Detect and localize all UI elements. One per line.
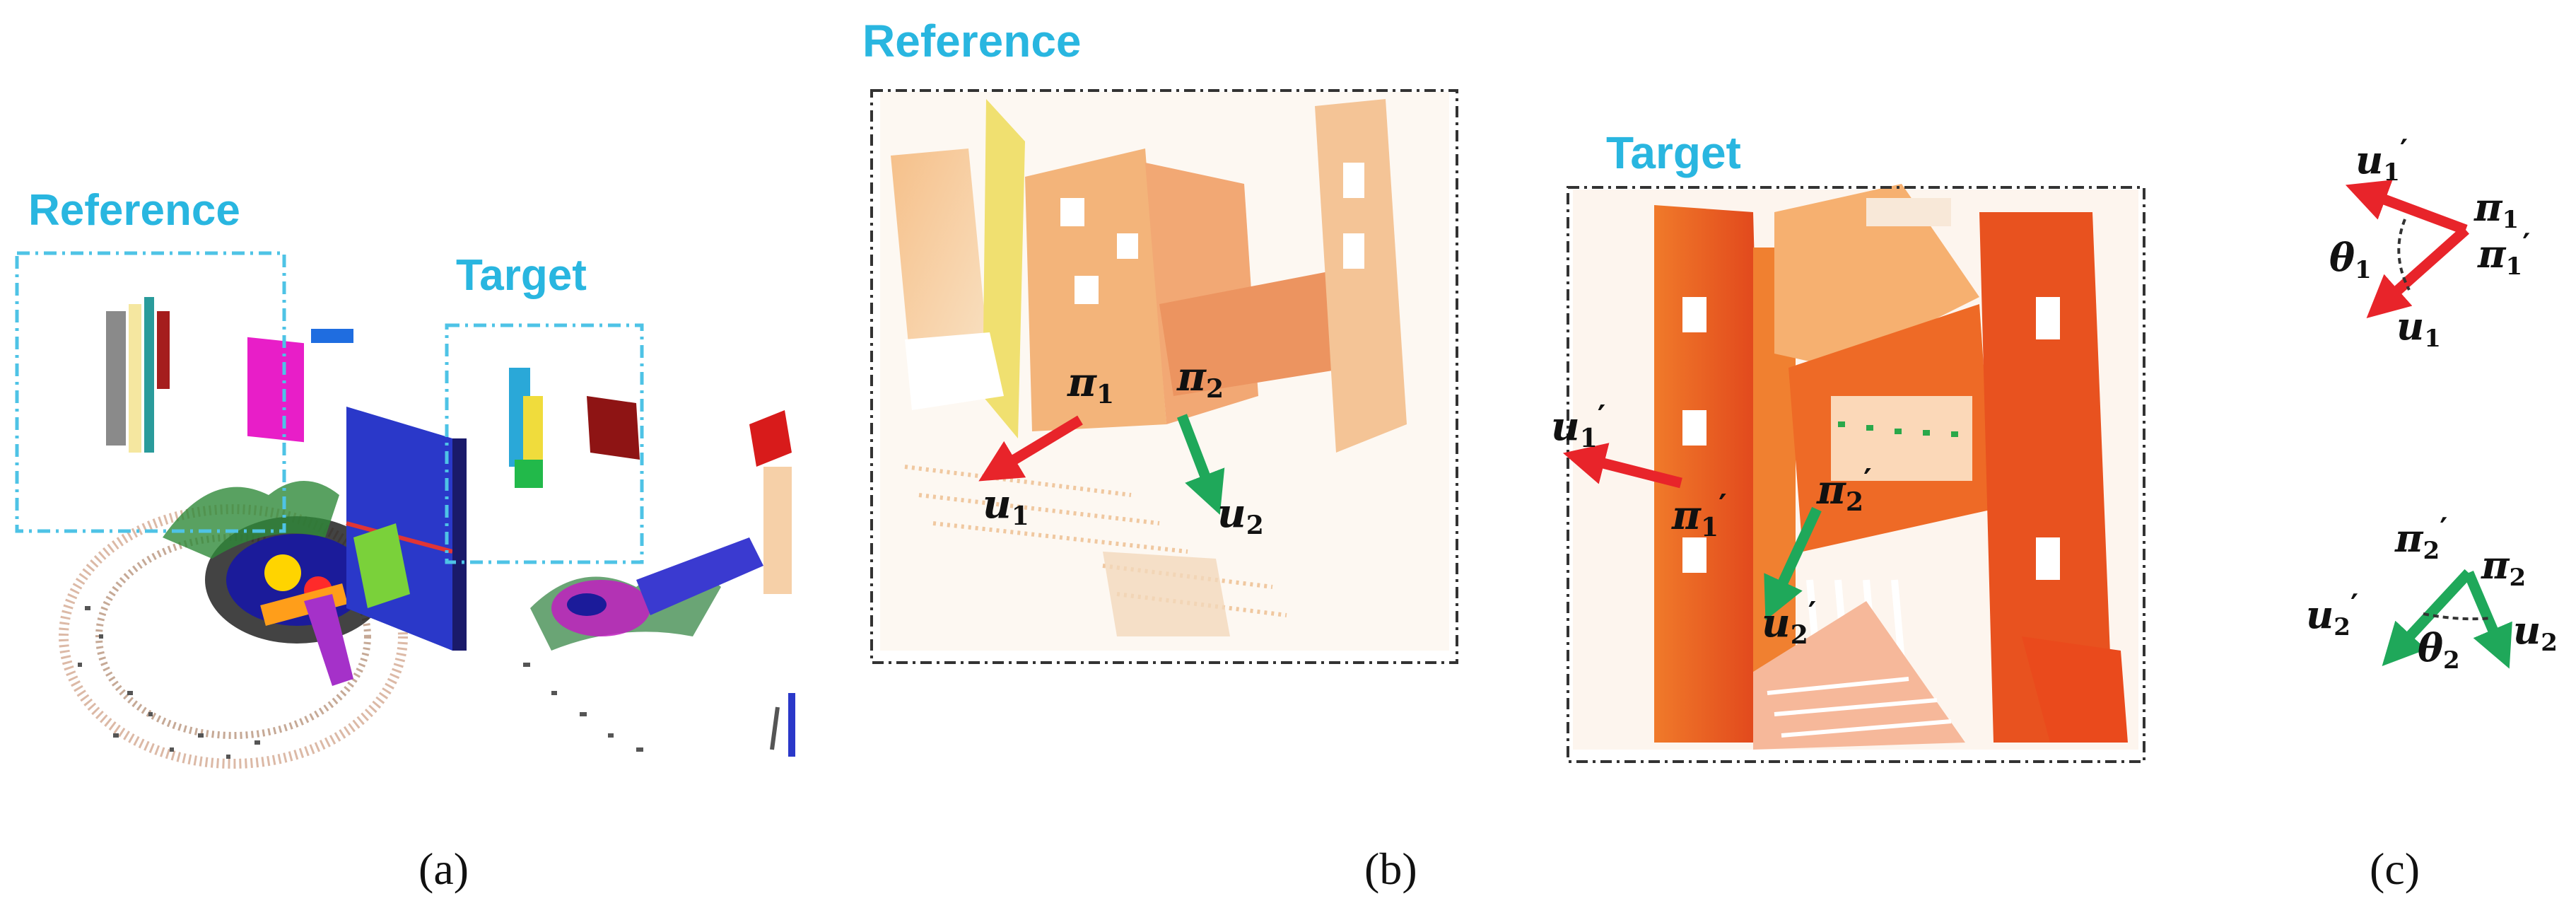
c-pi1p-label: π1′: [2477, 227, 2530, 281]
panel-c-caption: (c): [2370, 844, 2420, 894]
c-u1-arrow: [2366, 226, 2469, 318]
c-theta1-label: θ1: [2329, 235, 2372, 284]
panel-a-caption: (a): [418, 844, 469, 894]
tgt-pi2p-label: π2′: [1816, 462, 1872, 517]
panel-b-target: Target u1′ π1′ π2′ u2′: [1364, 127, 2145, 894]
panel-b-reference-box: [870, 89, 1458, 664]
c-u2-label: u2: [2513, 607, 2558, 657]
panel-b-reference-label: Reference: [862, 16, 1082, 66]
c-u2-arrow: [2464, 571, 2512, 669]
c-u2p-label: u2′: [2306, 588, 2358, 641]
ref-pi1-label: π1: [1067, 359, 1114, 409]
ref-u1-arrow: [978, 415, 1083, 482]
tgt-u1p-arrow: [1562, 443, 1682, 489]
c-u1p-arrow: [2345, 180, 2468, 235]
c-theta2-arc: [2423, 612, 2493, 621]
c-u2p-arrow: [2382, 569, 2473, 666]
c-pi2p-label: π2′: [2394, 511, 2447, 565]
panel-a-target-label: Target: [456, 251, 587, 300]
c-u1-label: u1: [2396, 303, 2441, 353]
ref-u2-arrow: [1176, 414, 1225, 516]
panel-c-bottom-angle: π2′ π2 u2′ θ2 u2: [2306, 511, 2558, 675]
c-theta2-label: θ2: [2418, 625, 2460, 675]
panel-b-caption: (b): [1364, 844, 1417, 894]
panel-c-top-angle: u1′ π1 π1′ θ1 u1: [2329, 133, 2530, 353]
tgt-u2p-arrow: [1764, 506, 1822, 621]
panel-b-target-label: Target: [1606, 127, 1741, 178]
panel-a-target-box: [445, 323, 644, 564]
ref-u2-label: u2: [1217, 490, 1264, 540]
c-pi2-label: π2: [2481, 542, 2526, 592]
tgt-u1p-label: u1′: [1551, 399, 1605, 453]
tgt-pi1p-label: π1′: [1671, 488, 1727, 542]
c-pi1-label: π1: [2473, 185, 2519, 234]
c-theta1-arc: [2397, 219, 2411, 291]
panel-a-reference-box: [15, 251, 286, 533]
panel-b-target-pointcloud: [1573, 184, 2138, 750]
panel-c: u1′ π1 π1′ θ1 u1 π2′ π2 u2′ θ2 u2 (c): [2306, 133, 2558, 894]
panel-b-reference-pointcloud: [880, 92, 1449, 651]
ref-u1-label: u1: [983, 481, 1029, 531]
panel-a: Reference Target (a): [15, 186, 795, 894]
panel-b-reference: Reference π1 π2 u1 u2: [862, 16, 1458, 664]
panel-a-reference-label: Reference: [28, 186, 240, 235]
c-u1p-label: u1′: [2355, 133, 2408, 187]
tgt-u2p-label: u2′: [1762, 595, 1816, 650]
ref-pi2-label: π2: [1176, 354, 1224, 404]
panel-a-pointcloud: [59, 297, 795, 769]
